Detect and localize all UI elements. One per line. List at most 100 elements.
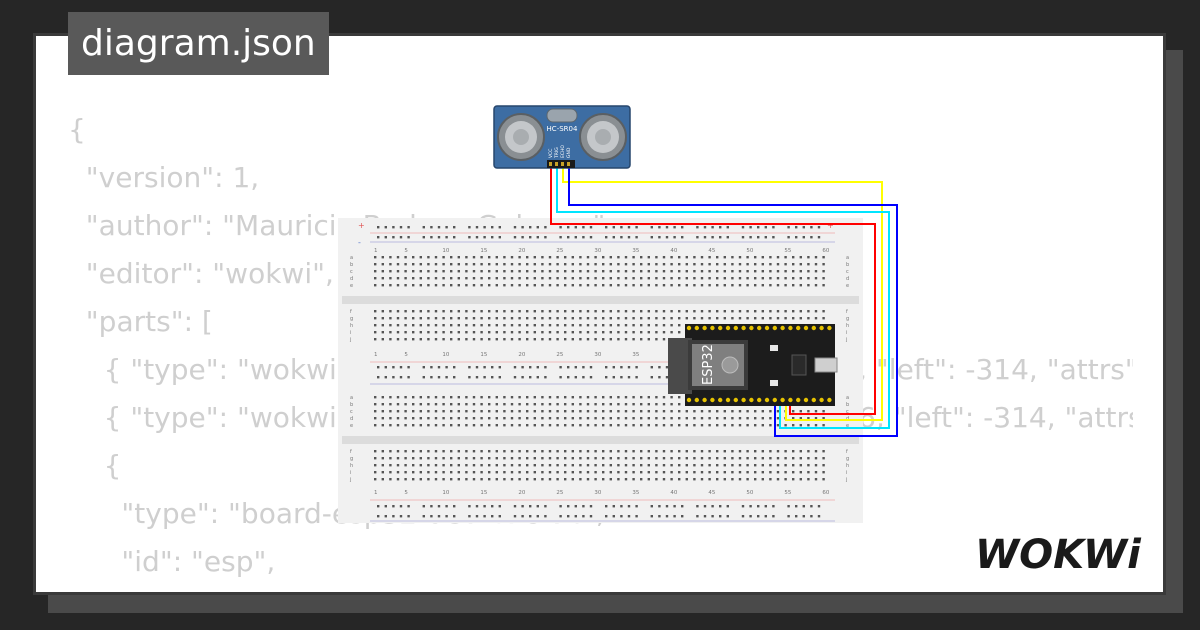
breadboard-hole [472,270,476,273]
breadboard-hole [548,338,552,341]
esp32-pin [733,397,738,403]
column-number: 45 [708,248,715,254]
breadboard-hole [556,417,559,420]
breadboard-hole [617,263,620,266]
breadboard-hole [662,256,666,259]
breadboard-hole [612,226,615,229]
breadboard-hole [579,270,582,273]
breadboard-hole [632,450,635,453]
breadboard-hole [814,270,818,273]
breadboard-hole [488,284,491,287]
breadboard-hole [776,284,780,287]
breadboard-hole [422,366,425,369]
breadboard-hole [412,478,415,481]
breadboard-hole [602,284,605,287]
breadboard-hole [457,317,460,320]
breadboard-hole [757,505,760,508]
breadboard-hole [647,317,650,320]
transducer-right-core [595,129,611,145]
breadboard-hole [457,331,460,334]
breadboard-hole [731,471,734,474]
breadboard-hole [564,410,567,413]
breadboard-hole [412,324,415,327]
breadboard-hole [503,317,506,320]
breadboard-hole [396,396,400,399]
breadboard-hole [564,277,567,280]
breadboard-hole [673,505,676,508]
breadboard-hole [389,450,392,453]
breadboard-hole [620,505,623,508]
pin-label: TRIG [554,147,560,159]
breadboard-hole [822,417,825,420]
breadboard-hole [548,263,552,266]
breadboard-hole [392,236,395,239]
breadboard-hole [716,263,719,266]
breadboard-hole [716,424,719,427]
breadboard-hole [536,505,539,508]
breadboard-hole [419,410,422,413]
breadboard-hole [605,226,608,229]
breadboard-hole [658,366,661,369]
row-letter: j [349,337,351,343]
breadboard-hole [442,331,445,334]
esp32-pin [686,397,692,403]
breadboard-hole [526,396,529,399]
breadboard-hole [822,284,825,287]
breadboard-hole [529,236,532,239]
breadboard-hole [472,478,476,481]
breadboard-hole [769,263,772,266]
breadboard-hole [412,396,415,399]
breadboard-hole [582,505,585,508]
breadboard-hole [708,450,711,453]
breadboard-hole [726,236,729,239]
breadboard-hole [434,331,438,334]
breadboard-hole [719,226,722,229]
breadboard-hole [404,410,407,413]
esp32-pin [796,325,801,331]
breadboard-hole [407,226,410,229]
breadboard-hole [472,277,476,280]
esp32-pin [788,397,793,403]
breadboard-hole [807,450,810,453]
breadboard-hole [670,284,673,287]
breadboard-hole [617,284,620,287]
breadboard-hole [513,376,517,379]
breadboard-hole [754,424,757,427]
breadboard-hole [776,410,780,413]
breadboard-hole [434,284,438,287]
breadboard-hole [434,464,438,467]
breadboard-hole [602,457,605,460]
breadboard-hole [495,331,498,334]
breadboard-hole [605,376,608,379]
breadboard-hole [480,478,483,481]
breadboard-hole [483,366,486,369]
breadboard-hole [787,226,790,229]
breadboard-hole [374,457,377,460]
breadboard-hole [807,256,810,259]
breadboard-hole [716,310,719,313]
breadboard-hole [799,424,802,427]
column-number: 15 [480,248,487,254]
breadboard-hole [442,396,445,399]
breadboard-hole [716,270,719,273]
esp32-pin [780,325,785,331]
esp32-pin [827,397,832,403]
row-letter: c [350,409,353,415]
breadboard-hole [434,270,438,273]
breadboard-hole [620,376,623,379]
breadboard-hole [556,317,559,320]
breadboard-hole [746,471,749,474]
breadboard-hole [754,270,757,273]
breadboard-hole [776,471,780,474]
breadboard-hole [488,277,491,280]
breadboard-hole [472,284,476,287]
breadboard-hole [574,515,577,518]
breadboard-hole [670,324,673,327]
breadboard-hole [427,324,430,327]
breadboard-hole [822,256,825,259]
breadboard-hole [544,236,547,239]
breadboard-hole [711,505,714,508]
esp32-pin [694,325,699,331]
breadboard-hole [624,331,628,334]
